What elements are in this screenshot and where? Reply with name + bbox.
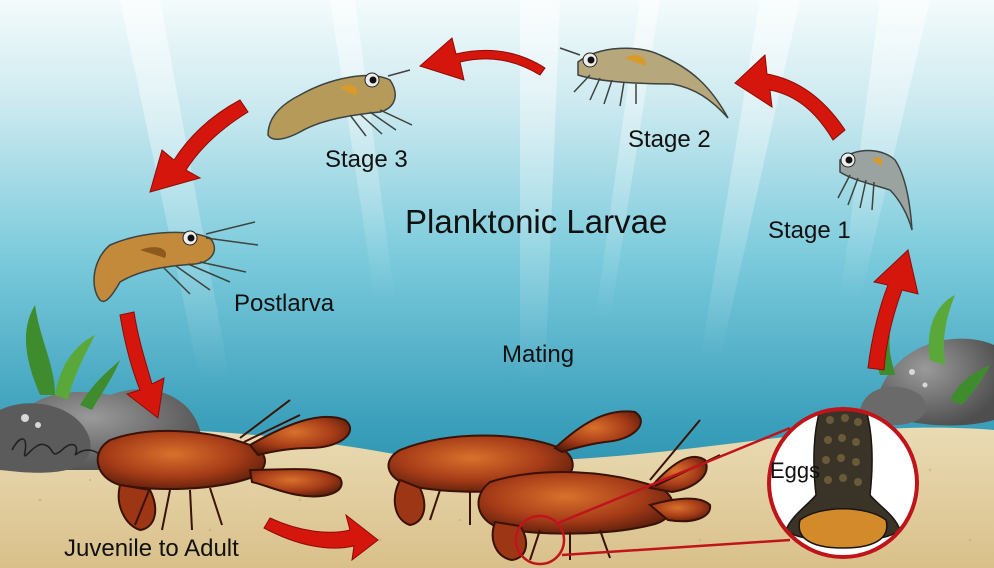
postlarva-label: Postlarva xyxy=(234,290,334,318)
stage-1-label: Stage 1 xyxy=(768,217,851,245)
stage-2-label: Stage 2 xyxy=(628,126,711,154)
stage-3-label: Stage 3 xyxy=(325,146,408,174)
juvenile-to-adult-label: Juvenile to Adult xyxy=(64,535,239,563)
mating-label: Mating xyxy=(502,341,574,369)
planktonic-larvae-title: Planktonic Larvae xyxy=(405,203,667,241)
eggs-label: Eggs xyxy=(770,458,820,484)
